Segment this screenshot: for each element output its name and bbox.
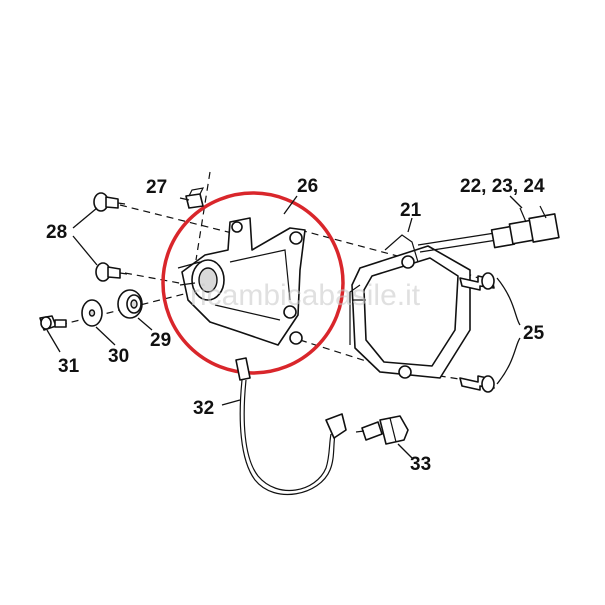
callout-27: 27 — [146, 177, 167, 198]
watermark-text: ricambicabasile.it — [190, 279, 421, 312]
callout-26: 26 — [297, 176, 318, 197]
callout-labels: 21 22, 23, 24 25 26 27 28 29 30 31 32 33 — [46, 176, 545, 475]
screw-part-25-upper — [459, 272, 495, 291]
cable-part-32 — [235, 357, 347, 495]
control-module-part-21 — [349, 234, 471, 379]
callout-25: 25 — [523, 323, 545, 344]
leader-lines — [46, 195, 523, 459]
callout-21: 21 — [400, 200, 422, 221]
callout-31: 31 — [58, 356, 80, 377]
bracket-part-26 — [177, 217, 306, 346]
sensor-part-33 — [355, 415, 409, 445]
bolt-part-28-upper — [93, 192, 126, 212]
clip-part-27 — [185, 187, 205, 209]
highlight-circle — [161, 191, 345, 375]
callout-30: 30 — [108, 346, 129, 367]
grommet-part-29 — [117, 289, 143, 319]
bolt-part-28-lower — [95, 262, 128, 282]
callout-32: 32 — [193, 398, 214, 419]
callout-28: 28 — [46, 222, 67, 243]
callout-33: 33 — [410, 454, 431, 475]
callout-22-23-24: 22, 23, 24 — [460, 176, 545, 197]
washer-part-30 — [81, 299, 103, 327]
callout-29: 29 — [150, 330, 171, 351]
screw-part-25-lower — [459, 375, 495, 393]
harness-connector-parts-22-24 — [417, 205, 560, 253]
screw-part-31 — [39, 315, 67, 331]
